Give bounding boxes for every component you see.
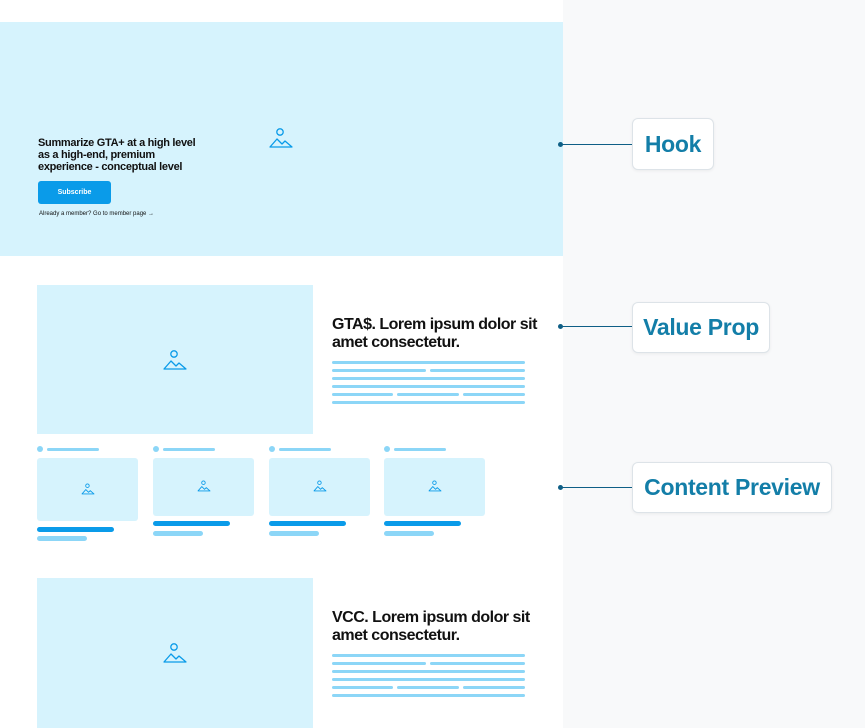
text-line: [332, 694, 525, 697]
text-line: [397, 686, 459, 689]
vcc-heading: VCC. Lorem ipsum dolor sit amet consecte…: [332, 609, 530, 644]
card-subtitle-line: [384, 531, 434, 536]
image-placeholder-icon: [428, 480, 442, 492]
content-card[interactable]: [37, 458, 138, 521]
card-title-line: [153, 521, 230, 526]
image-placeholder-icon: [313, 480, 327, 492]
vcc-image: [37, 578, 313, 728]
value-prop-heading: GTA$. Lorem ipsum dolor sit amet consect…: [332, 316, 537, 351]
annotation-hook: Hook: [632, 118, 714, 170]
card-avatar: [269, 446, 275, 452]
connector-dot: [558, 324, 563, 329]
content-card[interactable]: [153, 458, 254, 516]
card-avatar: [37, 446, 43, 452]
card-meta-line: [47, 448, 99, 451]
connector-line: [561, 143, 632, 145]
wireframe: Summarize GTA+ at a high level as a high…: [0, 22, 563, 728]
hero-section: [0, 22, 563, 256]
image-placeholder-icon: [163, 350, 187, 370]
content-card[interactable]: [384, 458, 485, 516]
text-line: [463, 393, 525, 396]
value-prop-image: [37, 285, 313, 434]
card-title-line: [37, 527, 114, 532]
card-avatar: [153, 446, 159, 452]
text-line: [332, 686, 393, 689]
content-card[interactable]: [269, 458, 370, 516]
text-line: [332, 662, 426, 665]
card-meta-line: [394, 448, 446, 451]
connector-line: [561, 486, 632, 488]
image-placeholder-icon: [163, 643, 187, 663]
hero-title: Summarize GTA+ at a high level as a high…: [38, 137, 196, 173]
image-placeholder-icon: [269, 128, 293, 148]
image-placeholder-icon: [81, 483, 95, 495]
card-meta-line: [279, 448, 331, 451]
connector-dot: [558, 484, 563, 490]
text-line: [332, 678, 525, 681]
annotation-content-preview: Content Preview: [632, 462, 832, 513]
annotation-value-prop: Value Prop: [632, 302, 770, 353]
text-line: [332, 377, 525, 380]
text-line: [332, 369, 426, 372]
card-subtitle-line: [269, 531, 319, 536]
card-meta-line: [163, 448, 215, 451]
card-title-line: [384, 521, 461, 526]
text-line: [463, 686, 525, 689]
text-line: [332, 654, 525, 657]
card-subtitle-line: [37, 536, 87, 541]
connector-line: [561, 326, 632, 328]
text-line: [332, 401, 525, 404]
image-placeholder-icon: [197, 480, 211, 492]
card-subtitle-line: [153, 531, 203, 536]
text-line: [332, 361, 525, 364]
text-line: [332, 385, 525, 388]
text-line: [430, 369, 525, 372]
text-line: [332, 393, 393, 396]
card-title-line: [269, 521, 346, 526]
card-avatar: [384, 446, 390, 452]
text-line: [332, 670, 525, 673]
text-line: [397, 393, 459, 396]
text-line: [430, 662, 525, 665]
subscribe-button[interactable]: Subscribe: [38, 181, 111, 204]
member-page-link[interactable]: Already a member? Go to member page →: [39, 211, 155, 217]
connector-dot: [558, 141, 563, 147]
